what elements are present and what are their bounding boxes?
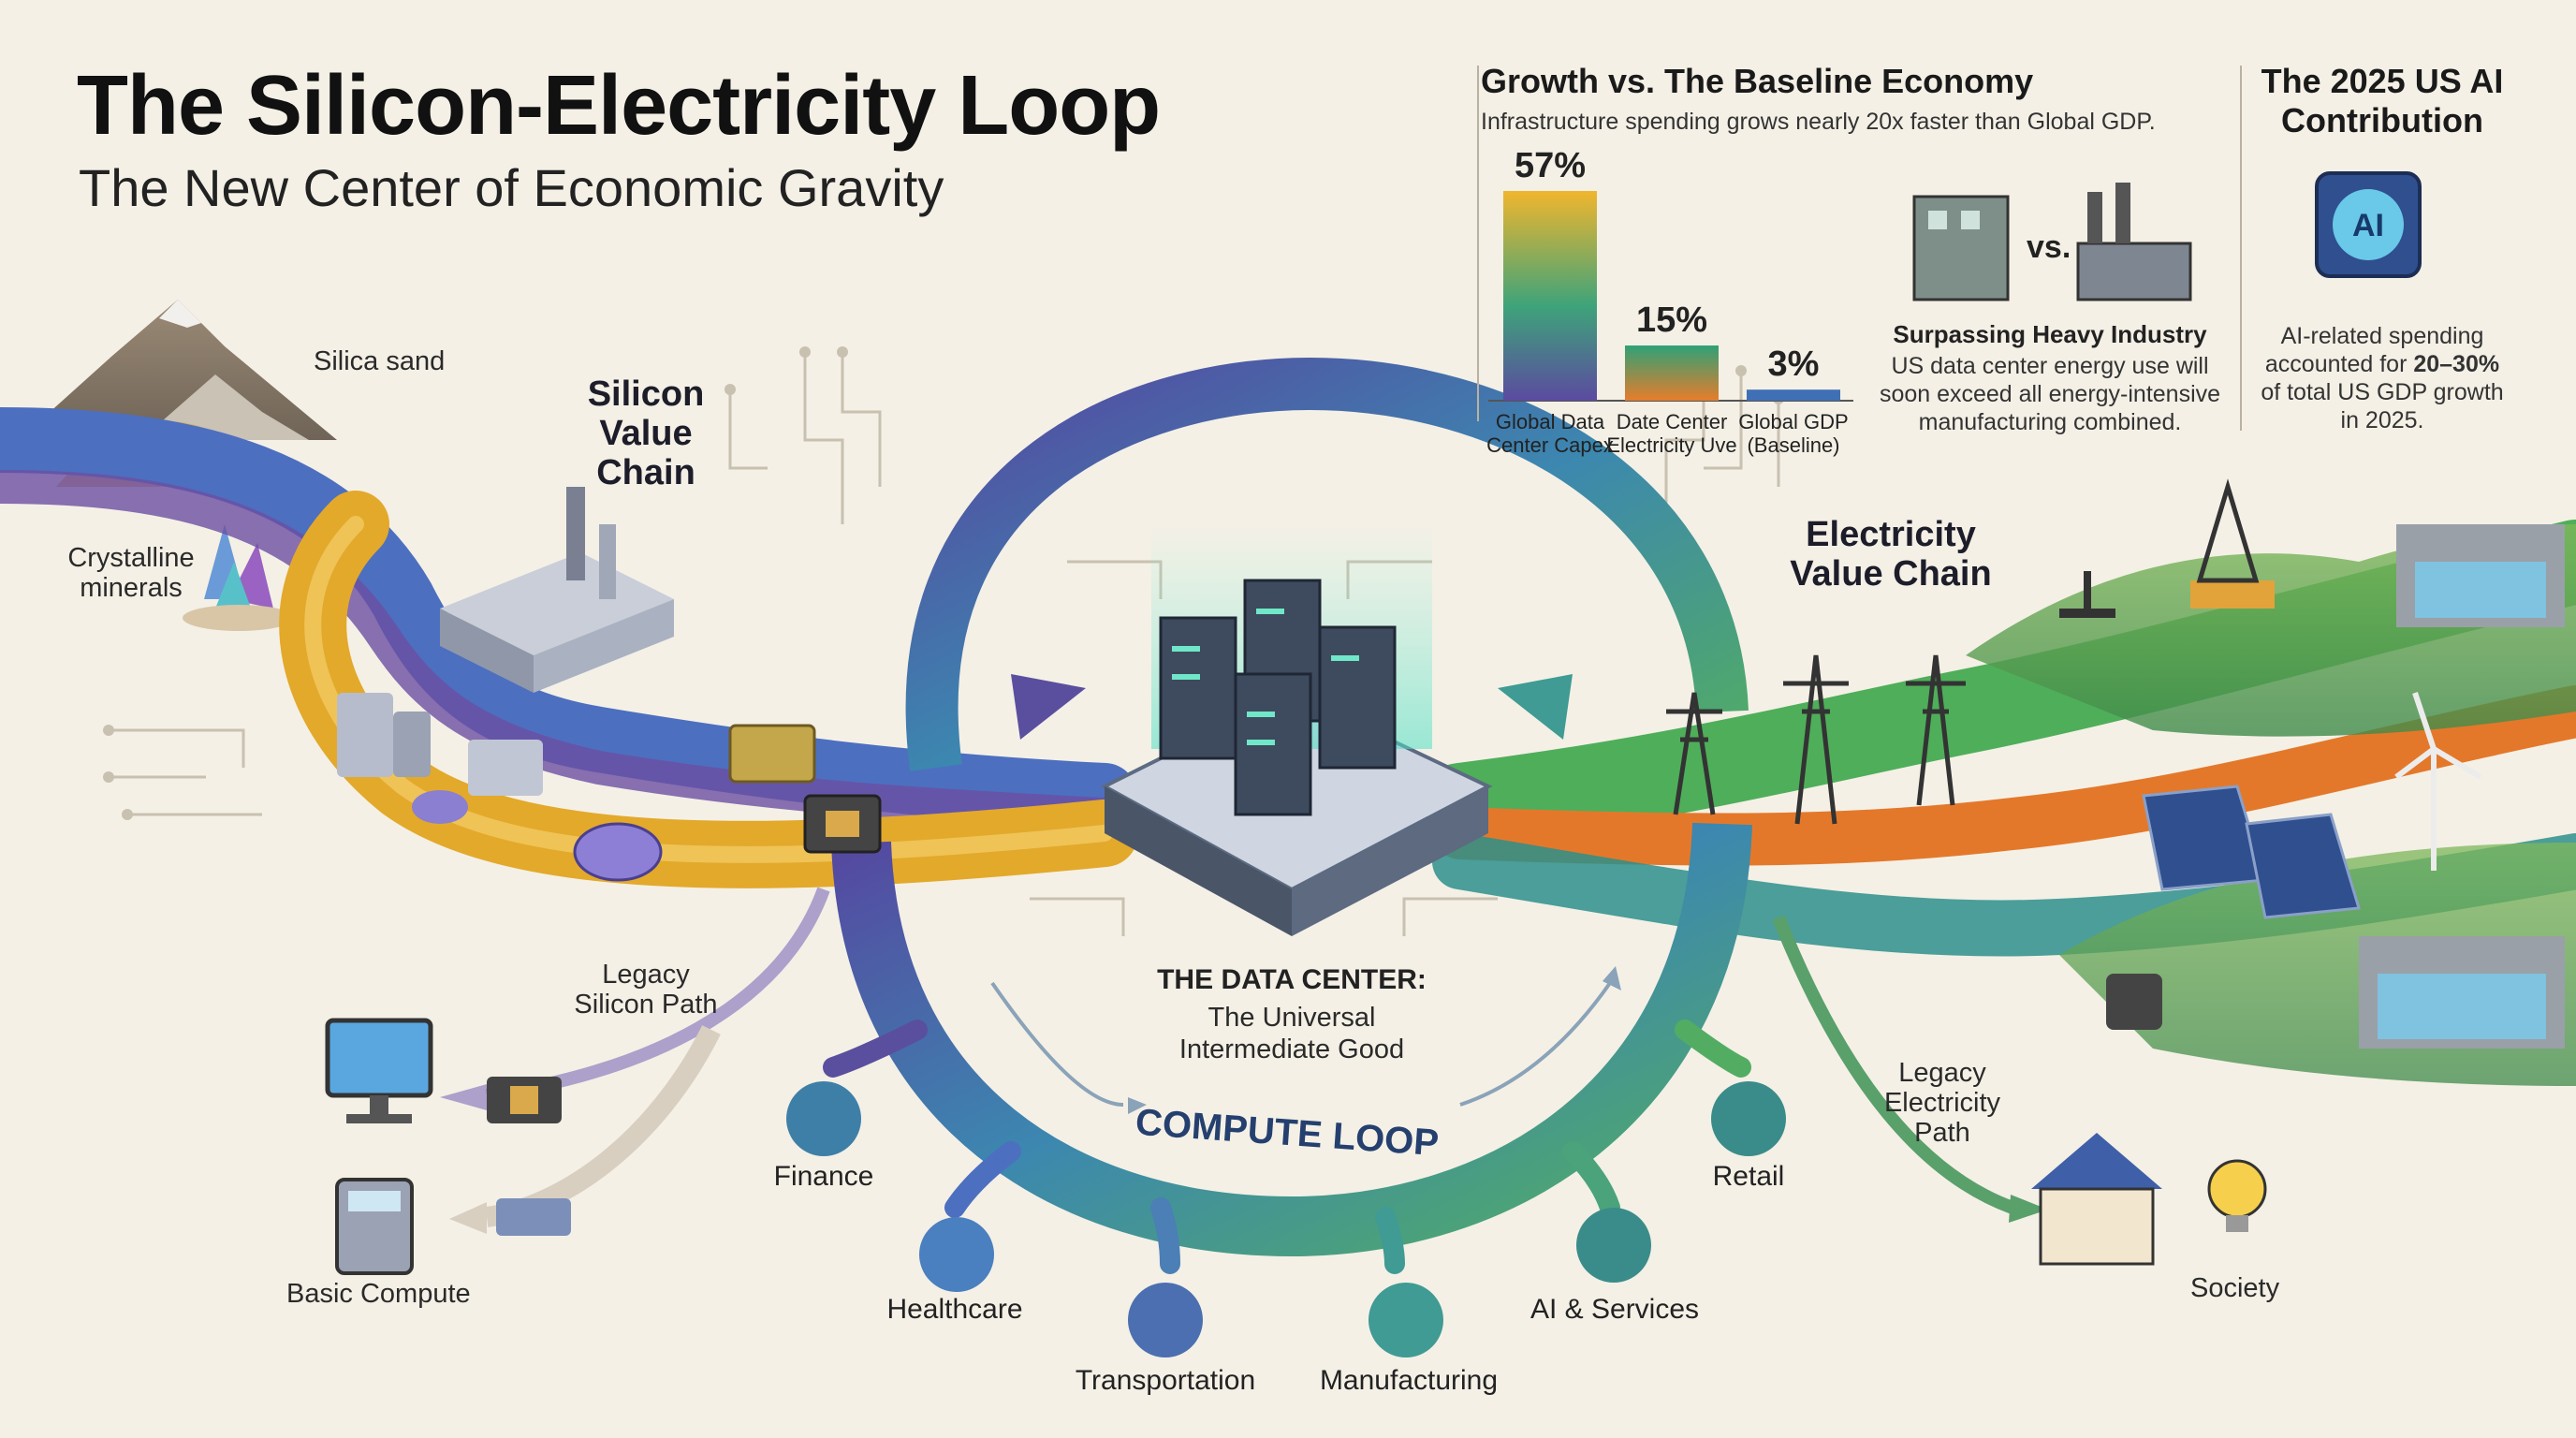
bar-category-label: Global Data Center Capex (1486, 410, 1614, 457)
hydro-dam-icon (2359, 524, 2565, 1049)
bar-1 (1625, 345, 1719, 401)
power-box-icon (2106, 974, 2162, 1030)
calculator-icon (335, 1178, 414, 1275)
vs-label: vs. (2027, 229, 2071, 265)
data-center-title: THE DATA CENTER: (1157, 964, 1427, 995)
bar-0 (1503, 191, 1597, 401)
society-label: Society (2190, 1273, 2280, 1303)
growth-bar-chart (1503, 191, 1840, 401)
sector-icon-circles (786, 1081, 1786, 1357)
legacy-silicon-path-label: Legacy Silicon Path (574, 960, 718, 1020)
bar-value-label: 57% (1514, 146, 1587, 185)
factory-icon (440, 487, 674, 693)
fab-equipment-icon (337, 693, 543, 824)
compute-loop (831, 357, 1752, 1257)
data-center-icon (1100, 524, 1493, 936)
sector-manufacturing: Manufacturing (1319, 1365, 1499, 1396)
panel-divider (1477, 66, 1479, 421)
bar-category-label: Global GDP (Baseline) (1738, 410, 1849, 457)
wafer-icon (573, 822, 663, 882)
lightbulb-icon (2207, 1159, 2267, 1232)
heavy-industry-title: Surpassing Heavy Industry (1893, 320, 2207, 348)
bar-value-label: 15% (1635, 301, 1708, 341)
ai-text-pre: AI-related spending accounted for (2264, 323, 2484, 377)
ai-chip-label: AI (2352, 208, 2384, 243)
silica-sand-label: Silica sand (314, 346, 446, 376)
electricity-chain-title: Electricity Value Chain (1790, 515, 1992, 594)
ai-text-highlight: 20–30% (2413, 351, 2500, 377)
bar-2 (1747, 389, 1840, 401)
ai-panel-text: AI-related spending accounted for 20–30%… (2256, 322, 2509, 434)
basic-compute-label: Basic Compute (286, 1279, 471, 1309)
sector-healthcare: Healthcare (886, 1294, 1023, 1325)
sector-retail: Retail (1712, 1161, 1785, 1192)
solar-panel-icon (2142, 785, 2361, 919)
bar-category-label: Date Center Electricity Uve (1606, 410, 1737, 457)
cpu-chip-icon (487, 1077, 562, 1123)
bar-value-label: 3% (1767, 345, 1820, 385)
growth-panel-title: Growth vs. The Baseline Economy (1481, 62, 2034, 100)
house-icon (2031, 1133, 2162, 1266)
panel-divider (2240, 66, 2242, 431)
ai-chip-icon (2315, 171, 2422, 278)
office-building-icon (1912, 195, 2010, 301)
monitor-icon (325, 1018, 433, 1123)
ai-text-post: of total US GDP growth in 2025. (2261, 379, 2504, 433)
ai-panel-title: The 2025 US AI Contribution (2261, 62, 2504, 139)
data-center-subtitle: The Universal Intermediate Good (1178, 1003, 1405, 1064)
crystal-icon (183, 524, 295, 631)
oil-rig-icon (2059, 478, 2275, 618)
crystalline-minerals-label: Crystalline minerals (67, 543, 195, 603)
heavy-industry-text: US data center energy use will soon exce… (1879, 353, 2221, 435)
sector-ai-services: AI & Services (1530, 1294, 1700, 1325)
legacy-electricity-path-label: Legacy Electricity Path (1883, 1058, 2001, 1148)
page-title: The Silicon-Electricity Loop (77, 59, 1161, 153)
sector-transportation: Transportation (1075, 1365, 1256, 1396)
sector-finance: Finance (773, 1161, 874, 1192)
heavy-industry-icon (2076, 183, 2192, 301)
chip-icon (728, 724, 882, 854)
silicon-chain-title: Silicon Value Chain (587, 374, 705, 492)
wind-turbine-icon (2394, 692, 2482, 871)
memory-chip-icon (496, 1198, 571, 1236)
page-subtitle: The New Center of Economic Gravity (79, 158, 944, 217)
growth-panel-subtitle: Infrastructure spending grows nearly 20x… (1481, 109, 2156, 135)
transmission-tower-icon (1666, 654, 1966, 825)
sector-branches (823, 1020, 1751, 1274)
